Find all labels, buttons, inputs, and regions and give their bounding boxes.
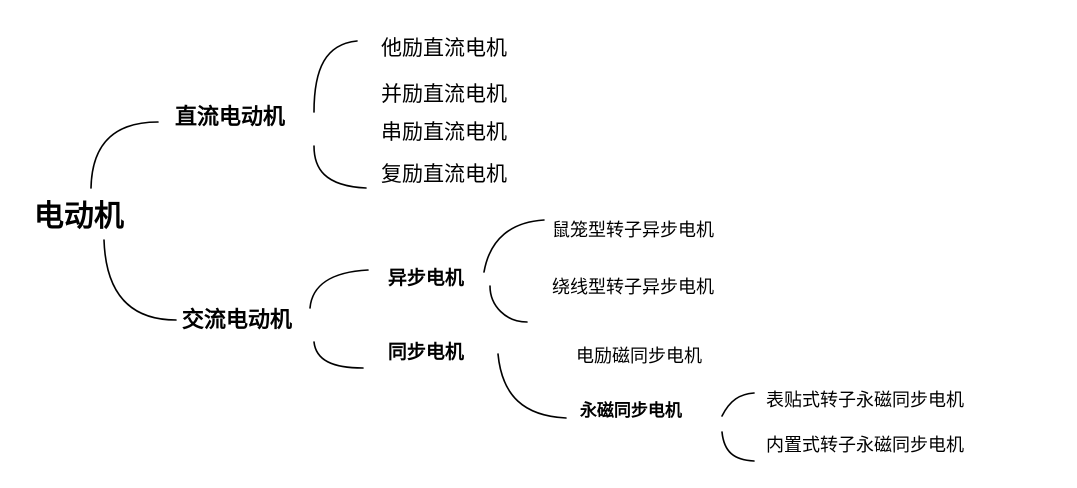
pm-child-interior: 内置式转子永磁同步电机 — [766, 435, 964, 456]
connector-sync-to-pm — [497, 353, 567, 419]
connector-root-to-dc — [90, 121, 159, 189]
async-motor-node: 异步电机 — [388, 267, 465, 289]
connector-ac-to-async — [309, 269, 369, 309]
connector-ac-to-sync — [313, 341, 364, 369]
sync-child-electrically-excited: 电励磁同步电机 — [576, 346, 702, 367]
sync-motor-node: 同步电机 — [388, 341, 465, 363]
async-child-wound-rotor: 绕线型转子异步电机 — [552, 277, 714, 298]
dc-child-compound: 复励直流电机 — [381, 162, 507, 186]
connector-async-brace-top — [483, 219, 545, 273]
dc-child-separately-excited: 他励直流电机 — [381, 36, 507, 60]
pm-sync-motor-node: 永磁同步电机 — [580, 401, 682, 421]
connector-root-to-ac — [103, 239, 177, 321]
connector-pm-brace-top — [721, 392, 755, 417]
connector-pm-brace-bottom — [721, 431, 755, 462]
dc-child-series: 串励直流电机 — [381, 120, 507, 144]
connector-dc-brace-bottom — [313, 145, 367, 189]
ac-motor-node: 交流电动机 — [182, 308, 293, 333]
async-child-squirrel-cage: 鼠笼型转子异步电机 — [552, 220, 714, 241]
connector-dc-brace-top — [313, 40, 358, 113]
connector-async-brace-bottom — [489, 285, 528, 323]
root-node: 电动机 — [34, 199, 124, 234]
pm-child-surface-mounted: 表贴式转子永磁同步电机 — [766, 390, 964, 411]
dc-child-shunt: 并励直流电机 — [381, 82, 507, 106]
dc-motor-node: 直流电动机 — [175, 105, 286, 130]
